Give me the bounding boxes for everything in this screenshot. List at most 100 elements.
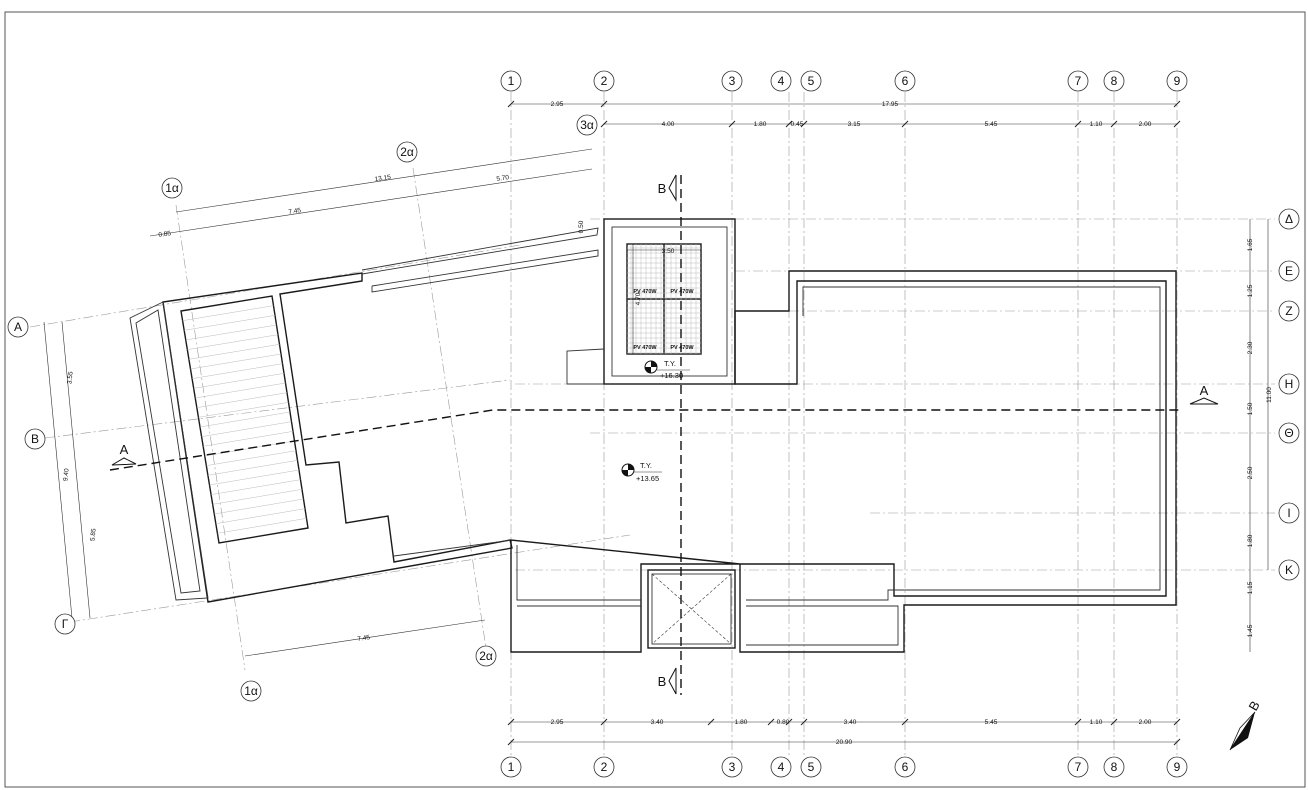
upper-roof-block: PV 470W PV 470W PV 470W PV 470W 3.50 4.7… [566, 218, 736, 385]
section-a-label-right: A [1200, 383, 1209, 398]
dim-top-row2-3: 0.45 [791, 121, 804, 128]
dim-bottom-total: 20.90 [836, 739, 853, 746]
axis-bubble-top-7: 7 [1067, 70, 1089, 92]
svg-text:1α: 1α [244, 684, 258, 698]
svg-text:9: 9 [1174, 760, 1181, 774]
svg-text:Η: Η [1285, 377, 1294, 391]
pv-label-2: PV 470W [670, 289, 694, 295]
dim-top-row2-1: 4.00 [662, 121, 675, 128]
dim-skew-1: 13.15 [374, 174, 392, 183]
axis-bubble-right-6: Ι [1278, 502, 1300, 524]
dim-right-3: 2.30 [1247, 341, 1254, 354]
axis-bubble-2a-top: 2α [396, 141, 418, 163]
axis-bubble-right-4: Η [1278, 373, 1300, 395]
section-b-label-top: B [658, 181, 667, 196]
level-marker-roof: Τ.Υ. +16.30 [644, 359, 690, 380]
svg-text:2α: 2α [479, 649, 493, 663]
svg-text:2α: 2α [400, 145, 414, 159]
stair [180, 295, 309, 544]
north-arrow: B [1229, 698, 1263, 751]
svg-text:7: 7 [1075, 760, 1082, 774]
axis-bubble-right-5: Θ [1278, 422, 1300, 444]
dim-bottom-6: 5.45 [985, 719, 998, 726]
pv-label-3: PV 470W [633, 345, 657, 351]
svg-text:Δ: Δ [1285, 212, 1293, 226]
axis-bubble-bottom-4: 4 [770, 756, 792, 778]
axis-bubble-top-6: 6 [894, 70, 916, 92]
drawing-frame [4, 11, 1306, 788]
level-roof-value: +16.30 [660, 371, 683, 380]
svg-text:5: 5 [808, 760, 815, 774]
svg-text:6: 6 [902, 760, 909, 774]
axis-bubble-left-3: Γ [54, 613, 76, 635]
axis-bubble-1a-top: 1α [161, 177, 183, 199]
axis-bubble-left-2: Β [24, 428, 46, 450]
svg-text:Ζ: Ζ [1285, 304, 1292, 318]
svg-text:1: 1 [508, 760, 515, 774]
skewed-wing-outline [129, 227, 599, 603]
axis-bubble-top-5: 5 [800, 70, 822, 92]
dim-bottom-2: 3.40 [651, 719, 664, 726]
dimension-skew-top: 13.15 7.45 5.70 0.85 0.50 7.45 [149, 148, 593, 657]
axis-bubble-bottom-8: 8 [1103, 756, 1125, 778]
core-box [647, 569, 736, 649]
dim-top-1: 2.95 [551, 101, 564, 108]
svg-text:2: 2 [601, 74, 608, 88]
section-b-label-bottom: B [658, 674, 667, 689]
axis-bubble-right-2: Ε [1278, 260, 1300, 282]
axis-bubble-2a-bottom: 2α [475, 645, 497, 667]
svg-text:1α: 1α [165, 181, 179, 195]
dim-right-8: 1.45 [1247, 624, 1254, 637]
axis-bubble-bottom-6: 6 [894, 756, 916, 778]
dim-right-7: 1.15 [1247, 581, 1254, 594]
dimension-left: 3.55 5.85 9.40 [43, 321, 98, 619]
dim-top-row2-5: 5.45 [985, 121, 998, 128]
axis-bubble-top-8: 8 [1103, 70, 1125, 92]
dimension-top: 2.95 17.95 4.00 1.80 0.45 3.15 5.45 1.10… [507, 100, 1181, 746]
dim-left-1: 3.55 [66, 371, 74, 385]
level-main-value: +13.65 [636, 474, 659, 483]
axis-bubble-bottom-5: 5 [800, 756, 822, 778]
svg-text:2: 2 [601, 760, 608, 774]
axis-bubble-top-3: 3 [721, 70, 743, 92]
svg-text:Θ: Θ [1284, 426, 1293, 440]
dim-bottom-8: 2.00 [1139, 719, 1152, 726]
dim-right-total: 11.00 [1266, 387, 1273, 403]
dim-top-2: 17.95 [882, 101, 899, 108]
skew-grid-lines [29, 167, 631, 671]
axis-bubble-bottom-3: 3 [721, 756, 743, 778]
main-roof-outline [510, 270, 1177, 653]
level-main-label: Τ.Υ. [640, 461, 652, 470]
dim-top-row2-6: 1.10 [1090, 121, 1103, 128]
axis-bubble-top-9: 9 [1166, 70, 1188, 92]
axis-bubble-bottom-9: 9 [1166, 756, 1188, 778]
pv-height-dim: 4.70 [635, 292, 642, 305]
svg-text:3α: 3α [580, 118, 594, 132]
dim-right-6: 1.80 [1247, 534, 1254, 547]
svg-text:Γ: Γ [62, 617, 69, 631]
axis-bubble-top-1: 1 [500, 70, 522, 92]
svg-text:4: 4 [778, 74, 785, 88]
svg-text:Ι: Ι [1287, 506, 1290, 520]
svg-text:8: 8 [1111, 760, 1118, 774]
svg-text:5: 5 [808, 74, 815, 88]
axis-bubble-right-3: Ζ [1278, 300, 1300, 322]
dim-top-row2-2: 1.80 [754, 121, 767, 128]
dim-bottom-5: 3.40 [844, 719, 857, 726]
svg-text:7: 7 [1075, 74, 1082, 88]
level-roof-label: Τ.Υ. [664, 359, 676, 368]
dimension-right: 1.65 1.25 2.30 1.50 2.50 1.80 1.15 1.45 … [1247, 219, 1273, 652]
dim-skew-2: 7.45 [288, 207, 302, 216]
pv-label-1: PV 470W [633, 289, 657, 295]
svg-text:8: 8 [1111, 74, 1118, 88]
section-a-line: A A [109, 383, 1219, 471]
axis-bubble-3a: 3α [576, 114, 598, 136]
dim-bottom-4: 0.80 [777, 719, 790, 726]
svg-text:Κ: Κ [1285, 563, 1293, 577]
vertical-grid-lines [510, 92, 1178, 755]
axis-bubble-right-1: Δ [1278, 208, 1300, 230]
dim-right-2: 1.25 [1247, 284, 1254, 297]
dim-top-row2-7: 2.00 [1139, 121, 1152, 128]
axis-bubble-bottom-1: 1 [500, 756, 522, 778]
axis-bubble-bottom-2: 2 [593, 756, 615, 778]
